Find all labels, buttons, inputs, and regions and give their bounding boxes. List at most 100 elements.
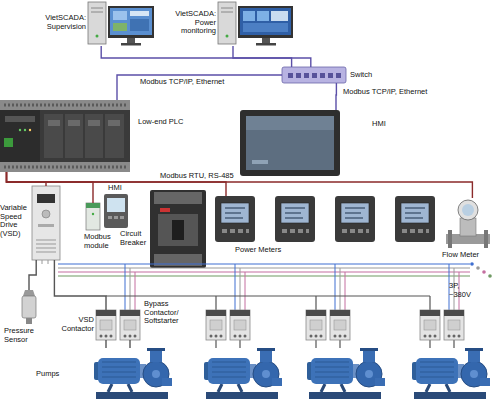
supervision-computer [108,6,154,38]
supply-label: 3P, ~380V [449,282,479,299]
connector-line [129,340,130,348]
connector-line [7,172,94,203]
power-bus [482,270,486,274]
drive-output-wiring [106,296,454,348]
connector-line [117,75,282,100]
contactor-symbol [330,310,350,340]
modbus-module: Modbus module [86,203,100,230]
power-monitoring-computer [221,8,233,12]
plc-symbol [108,120,120,126]
connector-line [101,46,291,67]
modbus-module-symbol [86,203,100,208]
hmi-panel-symbol [246,116,334,170]
power-bus [125,264,449,310]
plc-symbol [68,120,80,126]
modbus-module-symbol [86,203,100,230]
hmi-panel-symbol [246,116,334,130]
supervision-computer [96,35,99,38]
computer: VietSCADA: Supervision [88,0,154,46]
network-switch-symbol [282,67,346,83]
device-label: Power Meters [235,246,281,255]
power-bus [58,271,470,272]
pressure-sensor: Pressure Sensor [20,290,38,324]
contactor-symbol [206,310,226,340]
device-label: VietSCADA: Power monitoring [158,10,216,36]
supervision-computer [127,38,135,43]
connector-line [105,340,106,348]
power-meter-symbol [335,196,375,242]
variable-speed-drive-symbol [32,186,60,260]
flow-meter-symbol [460,218,476,236]
supervision-computer [130,19,149,31]
network-switch-symbol [328,73,333,78]
plc-symbol [4,138,13,147]
modbus-module-symbol [92,213,94,215]
variable-speed-drive-symbol [37,194,55,203]
power-bus [58,267,470,268]
power-monitoring-computer [243,11,255,21]
device-label: Modbus module [84,233,114,250]
computer: VietSCADA: Power monitoring [218,0,293,46]
hmi-display-symbol [120,216,124,219]
power-meter-symbol [215,196,255,242]
modbus-module-symbol [86,203,100,230]
contactor: Bypass Contactor/ Softstarter [120,310,140,340]
pump-symbol [94,348,172,399]
plc-symbol [0,100,130,172]
power-monitoring-computer [262,38,270,43]
variable-speed-drive-symbol [42,210,50,218]
network-switch-symbol [296,73,301,78]
flow-meter-symbol [458,200,478,220]
circuit-breaker-symbol [172,220,184,240]
drive-output-wiring [216,340,454,348]
connector-line [7,172,47,186]
power-bus [58,263,470,264]
pressure-sensor-symbol [26,318,32,324]
supervision-computer [130,11,149,16]
supervision-computer [88,2,154,46]
network-switch-symbol [282,67,346,83]
device-label: Pressure Sensor [4,327,46,344]
edge-label: Modbus RTU, RS-485 [160,172,234,181]
device-label: Bypass Contactor/ Softstarter [144,300,192,326]
power-monitoring-computer [256,43,276,46]
plc-symbol [19,129,21,131]
hmi-panel-symbol [252,160,268,164]
edge-label: Modbus TCP/IP, Ethernet [140,78,224,87]
device-label: HMI [372,120,386,129]
circuit-breaker-symbol [158,214,198,246]
contactor-symbol [120,310,140,340]
pressure-sensor-symbol [22,296,36,318]
hmi-panel-symbol [240,110,340,176]
flow-meter-symbol [462,204,474,216]
contactor-symbol [420,310,440,340]
plc-symbol [64,114,104,158]
power-bus [470,262,474,266]
network-switch-symbol [320,73,325,78]
device-label: Switch [350,71,372,80]
power-meter-symbol [275,196,315,242]
network-switch-symbol [312,73,317,78]
supervision-computer [91,8,103,12]
power-bus [42,260,48,264]
device-label: Low-end PLC [138,118,183,127]
network-switch-symbol [304,73,309,78]
power-meter-symbol [395,196,435,242]
power-monitoring-computer [240,8,291,35]
power-bus [130,268,454,310]
power-bus [58,275,470,276]
hmi-display-symbol [114,216,118,219]
supervision-computer [113,23,127,31]
power-bus [42,260,492,310]
plc: Low-end PLC [0,100,130,172]
power-monitoring-computer [218,2,293,46]
circuit-breaker-symbol [150,190,206,268]
supervision-computer [113,11,127,20]
edge-label: Modbus TCP/IP, Ethernet [343,88,427,97]
plc-symbol [0,110,40,162]
contactor-symbol [230,310,250,340]
power-bus [476,266,480,270]
flow-meter-symbol [448,230,452,248]
